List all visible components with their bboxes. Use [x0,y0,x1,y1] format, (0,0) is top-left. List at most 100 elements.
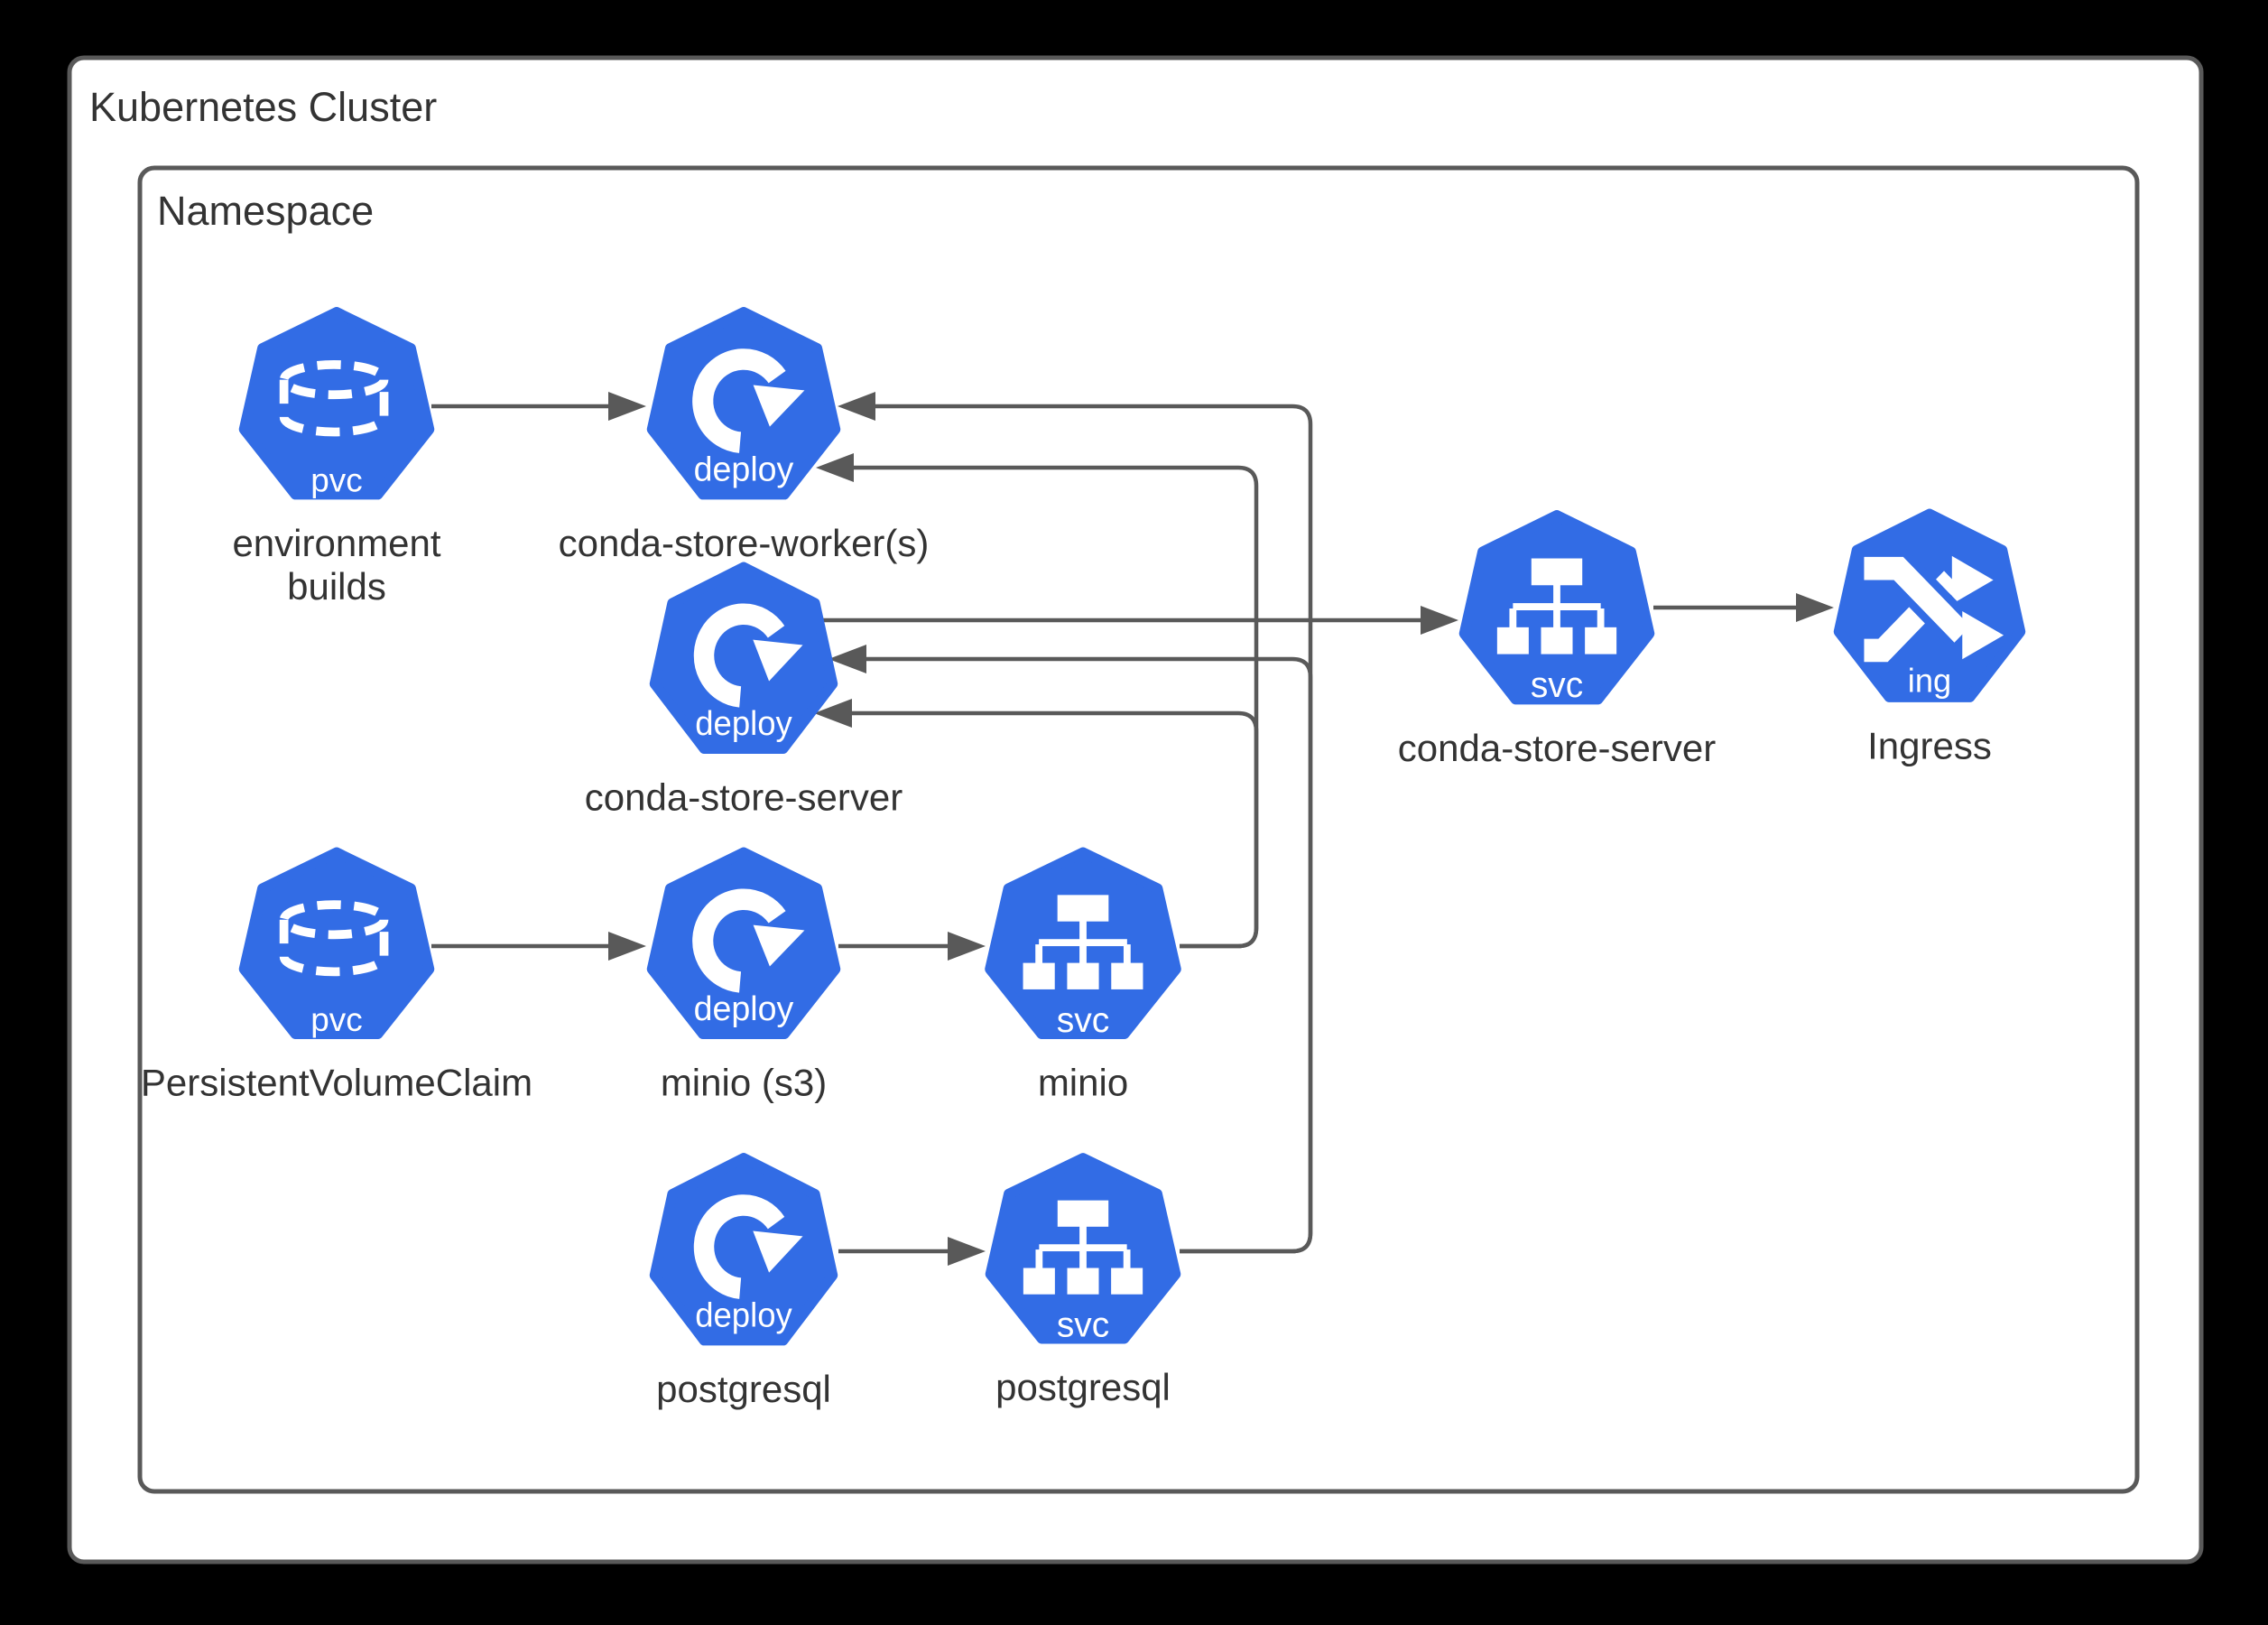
svc-tree-part [1079,1249,1087,1270]
arrowhead [948,932,986,961]
edge-line [861,656,1313,1254]
deploy-conda-store-server: deploy conda-store-server [585,562,903,819]
svc-tree-part [1023,1268,1055,1295]
deploy-arrowhead [753,1230,803,1273]
resource-kind-badge: ing [1908,662,1951,700]
svc-tree-part [1057,1200,1109,1227]
deploy-arrowhead [753,639,803,682]
heptagon [649,1153,838,1346]
deploy-icon: deploy [646,307,841,500]
svc-tree-part [1496,627,1529,655]
svc-tree-part [1023,962,1055,989]
resource-kind-badge: deploy [694,990,794,1028]
edge-deploy-minio-s3--svc-minio [838,932,986,961]
node-label: postgresql [995,1366,1171,1408]
svc-tree-part [1079,944,1087,965]
node-label: minio (s3) [661,1062,827,1104]
pvc-cylinder-top [279,359,389,400]
resource-kind-badge: pvc [310,1000,363,1038]
arrowhead [829,645,866,673]
svc-tree-part [1111,1268,1143,1295]
ing-shuffle-up-arrowhead [1951,555,1994,605]
heptagon [649,562,838,754]
arrowhead [1421,606,1458,635]
edge-svc-conda-store-server--ing-ingress [1653,593,1834,622]
svc-tree-part [1067,962,1099,989]
node-label: PersistentVolumeClaim [141,1062,532,1104]
deploy-circular-arrow [693,1194,785,1299]
resource-kind-badge: deploy [695,1295,792,1334]
edge-pvc-environment-builds--deploy-conda-store-workers [431,392,646,421]
arrowhead [1796,593,1834,622]
namespace-box [137,165,2140,1494]
svc-icon: svc [985,847,1181,1040]
svc-tree-part [1553,583,1560,606]
node-label: minio [1038,1062,1128,1104]
heptagon [646,847,841,1039]
node-label: postgresql [656,1368,831,1410]
svc-tree-part [1597,608,1605,629]
ing-icon: ing [1833,508,2026,702]
edges-layer [431,392,1834,1266]
pvc-icon: pvc [238,847,435,1039]
arrowhead [816,453,854,482]
node-label: Ingress [1867,725,1992,767]
deploy-circular-arrow [692,348,786,453]
svc-tree-part [1111,962,1143,989]
heptagon [238,847,435,1039]
deploy-circular-arrow [692,888,786,993]
svc-tree-part [1123,1249,1131,1270]
cluster-title: Kubernetes Cluster [89,84,437,130]
edge-svc-postgresql--deploy-conda-store-server [829,645,1313,1254]
svc-tree-part [1067,1268,1099,1295]
edge-deploy-postgresql--svc-postgresql [838,1237,986,1266]
edge-line [847,710,1259,949]
resource-kind-badge: svc [1057,1001,1110,1040]
arrowhead [608,392,646,421]
svc-tree-part [1585,627,1617,655]
resource-kind-badge: pvc [310,460,363,498]
resource-kind-badge: deploy [694,450,794,488]
svc-tree-part [1513,603,1601,611]
pvc-cylinder-body [279,919,389,977]
svc-tree-part [1123,944,1131,965]
resource-kind-badge: svc [1057,1305,1109,1344]
ing-shuffle-over-band [1864,556,1971,643]
arrowhead [814,699,852,728]
deploy-minio-s3: deploy minio (s3) [646,847,841,1104]
pvc-icon: pvc [238,307,435,500]
svc-tree-part [1057,895,1109,922]
deploy-arrowhead [753,924,805,967]
pvc-cylinder-top [279,900,389,940]
svc-tree-part [1079,1224,1087,1247]
heptagon [646,307,841,500]
deploy-circular-arrow [693,603,785,708]
deploy-arrowhead [753,385,805,427]
svc-icon: svc [1458,510,1655,705]
heptagon [238,307,435,500]
resource-kind-badge: deploy [695,703,792,742]
svc-tree-part [1079,919,1087,942]
svc-tree-part [1035,944,1043,965]
deploy-icon: deploy [649,1153,838,1346]
arrowhead [948,1237,986,1266]
edge-pvc-persistentvolumeclaim--deploy-minio-s3 [431,932,646,961]
namespace-title: Namespace [157,188,374,234]
ing-shuffle-down-arrowhead [1962,610,2004,660]
svc-tree-part [1531,558,1583,586]
deploy-icon: deploy [649,562,838,754]
edge-deploy-conda-store-server--svc-conda-store-server [821,606,1458,635]
node-label: conda-store-server [585,776,903,819]
svc-tree-part [1039,1244,1127,1252]
svc-minio: svc minio [985,847,1181,1104]
node-label: conda-store-worker(s) [559,522,930,564]
resource-kind-badge: svc [1531,665,1583,705]
svc-icon: svc [985,1153,1181,1344]
